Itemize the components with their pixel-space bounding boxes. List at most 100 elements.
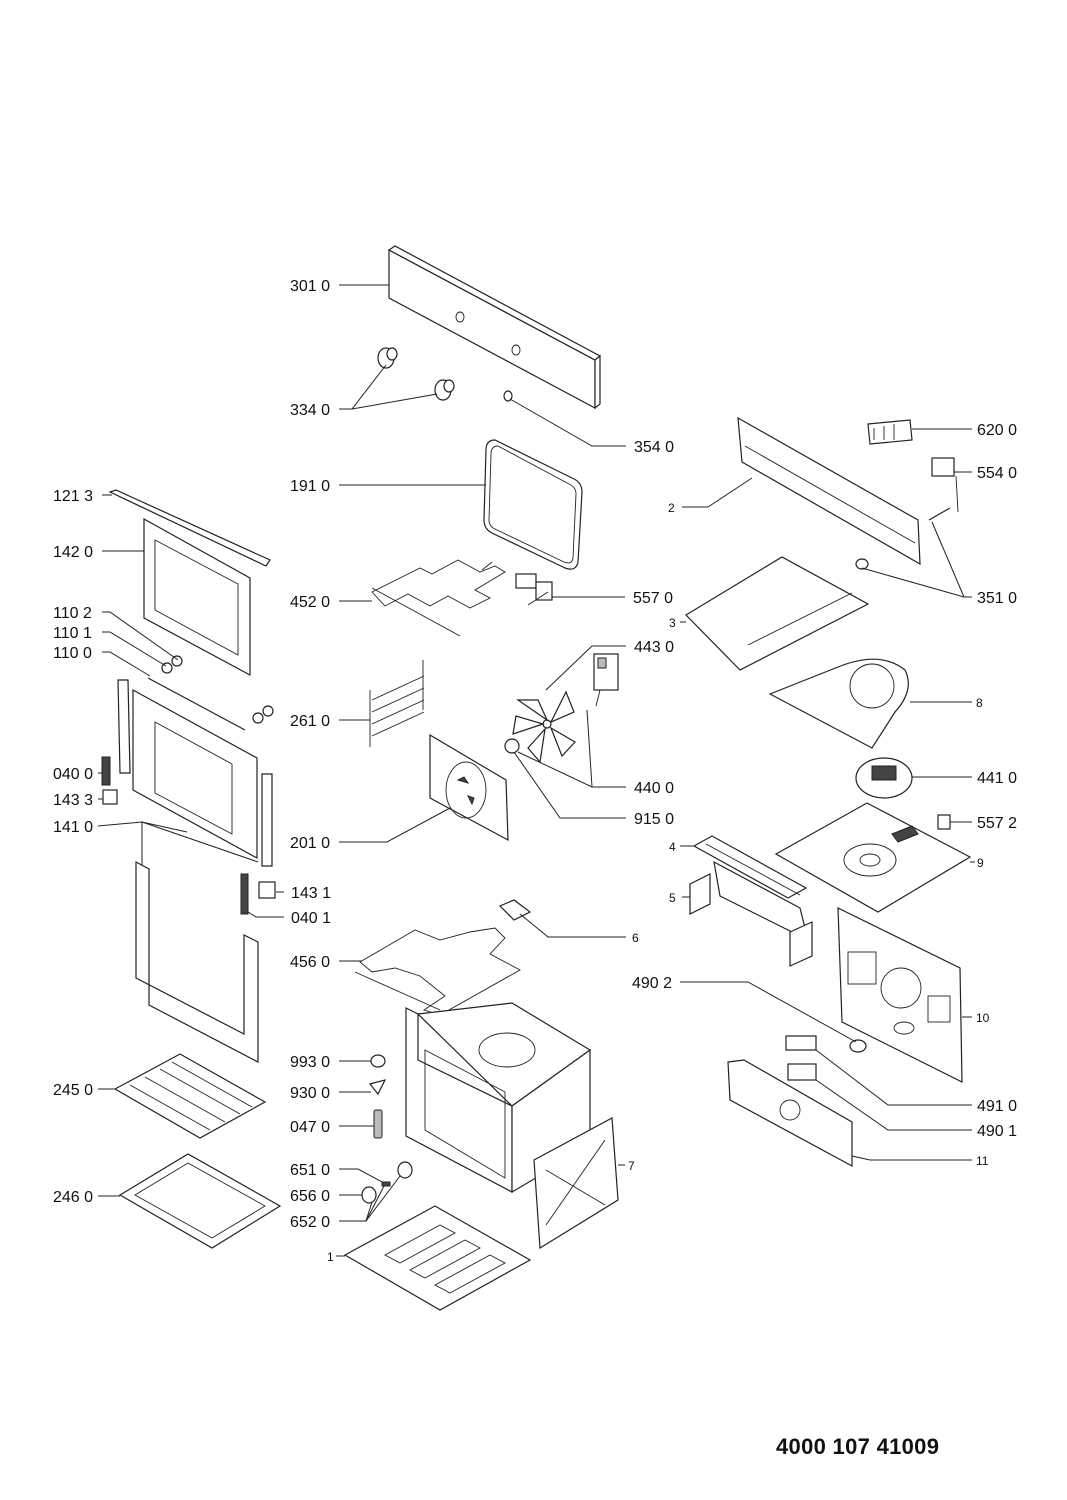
part-terminal-block[interactable] — [785, 1035, 817, 1051]
part-label: 9 — [977, 856, 984, 870]
part-label: 490 1 — [977, 1123, 1017, 1140]
leader-line — [851, 1155, 972, 1161]
part-side-rack[interactable] — [369, 660, 425, 747]
part-label: 5 — [669, 891, 676, 905]
part-inner-door[interactable] — [117, 679, 273, 867]
part-label: 354 0 — [634, 439, 674, 456]
part-cooling-duct[interactable] — [692, 835, 808, 899]
leader-line — [339, 807, 451, 843]
part-control-panel-fascia[interactable] — [387, 245, 602, 410]
part-label: 047 0 — [290, 1119, 330, 1136]
part-label: 656 0 — [290, 1188, 330, 1205]
leader-line — [815, 1079, 972, 1131]
part-label: 915 0 — [634, 811, 674, 828]
part-label: 110 1 — [53, 625, 92, 642]
leader-line — [339, 1168, 385, 1184]
part-label: 121 3 — [53, 488, 93, 505]
part-fan-duct[interactable] — [768, 658, 909, 749]
leader-line — [141, 821, 259, 863]
part-front-frame[interactable] — [533, 1117, 619, 1250]
part-knob-shaft[interactable] — [855, 507, 951, 570]
part-top-cover[interactable] — [685, 556, 870, 671]
leader-line — [931, 521, 965, 598]
part-label: 554 0 — [977, 465, 1017, 482]
part-control-panel-bracket[interactable] — [737, 416, 921, 566]
part-label: 143 1 — [291, 885, 331, 902]
part-indicator-lamp[interactable] — [503, 390, 513, 402]
part-label: 620 0 — [977, 422, 1017, 439]
part-outer-door-glass[interactable] — [143, 517, 251, 677]
part-lamp-glass[interactable] — [368, 1079, 387, 1096]
part-grill-element[interactable] — [371, 559, 506, 637]
part-bottom-element[interactable] — [354, 927, 521, 1016]
leader-line — [586, 709, 593, 788]
part-fan-nut[interactable] — [504, 738, 520, 754]
part-label: 201 0 — [290, 835, 330, 852]
part-label: 652 0 — [290, 1214, 330, 1231]
part-terminal-cover[interactable] — [849, 1039, 867, 1053]
part-thermostat[interactable] — [515, 573, 553, 606]
leader-line — [365, 1175, 401, 1222]
part-door-seal[interactable] — [483, 439, 583, 570]
leader-line — [519, 913, 626, 938]
part-label: 440 0 — [634, 780, 674, 797]
part-fan-cover-panel[interactable] — [429, 733, 509, 842]
part-door-hinge-right[interactable] — [240, 873, 249, 915]
leader-line — [339, 364, 387, 410]
part-rear-panel[interactable] — [837, 907, 963, 1083]
part-selector-switch[interactable] — [867, 419, 913, 445]
part-safety-thermostat[interactable] — [937, 814, 951, 830]
part-rear-bracket[interactable] — [727, 1059, 853, 1168]
leader-line — [509, 398, 626, 447]
part-label: 1 — [327, 1250, 334, 1264]
part-label: 351 0 — [977, 590, 1017, 607]
part-knob-spindle-set[interactable] — [361, 1161, 413, 1204]
part-door-top-trim[interactable] — [108, 489, 271, 567]
part-label: 441 0 — [977, 770, 1017, 787]
leader-line — [351, 393, 438, 410]
part-cable-clamp[interactable] — [787, 1063, 817, 1081]
part-label: 443 0 — [634, 639, 674, 656]
part-label: 452 0 — [290, 594, 330, 611]
part-label: 245 0 — [53, 1082, 93, 1099]
leader-line — [545, 645, 626, 691]
part-label: 141 0 — [53, 819, 93, 836]
part-label: 246 0 — [53, 1189, 93, 1206]
part-label: 651 0 — [290, 1162, 330, 1179]
part-hinge-receiver-left[interactable] — [102, 789, 118, 805]
part-door-switch[interactable] — [373, 1109, 383, 1139]
part-element-bracket[interactable] — [498, 899, 532, 921]
part-door-hinge-left[interactable] — [101, 756, 111, 786]
leader-line — [815, 1049, 972, 1106]
part-label: 110 0 — [53, 645, 92, 662]
part-label: 7 — [628, 1159, 635, 1173]
part-cooling-fan[interactable] — [855, 757, 913, 799]
part-label: 143 3 — [53, 792, 93, 809]
part-baking-tray[interactable] — [118, 1153, 282, 1249]
leader-line — [861, 567, 972, 598]
part-cooling-base-plate[interactable] — [774, 802, 972, 913]
leader-line — [247, 911, 284, 918]
part-label: 334 0 — [290, 402, 330, 419]
leader-line — [680, 981, 857, 1043]
part-fan-motor[interactable] — [593, 653, 619, 707]
part-label: 456 0 — [290, 954, 330, 971]
part-wire-shelf[interactable] — [113, 1053, 267, 1139]
part-label: 040 1 — [291, 910, 331, 927]
part-bottom-panel[interactable] — [343, 1205, 532, 1311]
part-thermostat-control[interactable] — [931, 457, 959, 513]
part-side-vent-panel[interactable] — [689, 860, 813, 967]
part-fan-blade[interactable] — [512, 690, 576, 764]
part-label: 11 — [976, 1154, 989, 1168]
part-label: 191 0 — [290, 478, 330, 495]
part-oven-cavity[interactable] — [405, 1002, 592, 1194]
part-hinge-receiver-right[interactable] — [258, 881, 276, 899]
part-door-inner-frame[interactable] — [135, 860, 259, 1063]
part-label: 261 0 — [290, 713, 330, 730]
part-control-knobs[interactable] — [377, 347, 455, 401]
part-label: 557 0 — [633, 590, 673, 607]
part-lamp-housing[interactable] — [370, 1054, 386, 1068]
leader-line — [102, 631, 167, 667]
leader-line — [682, 477, 753, 508]
part-label: 993 0 — [290, 1054, 330, 1071]
